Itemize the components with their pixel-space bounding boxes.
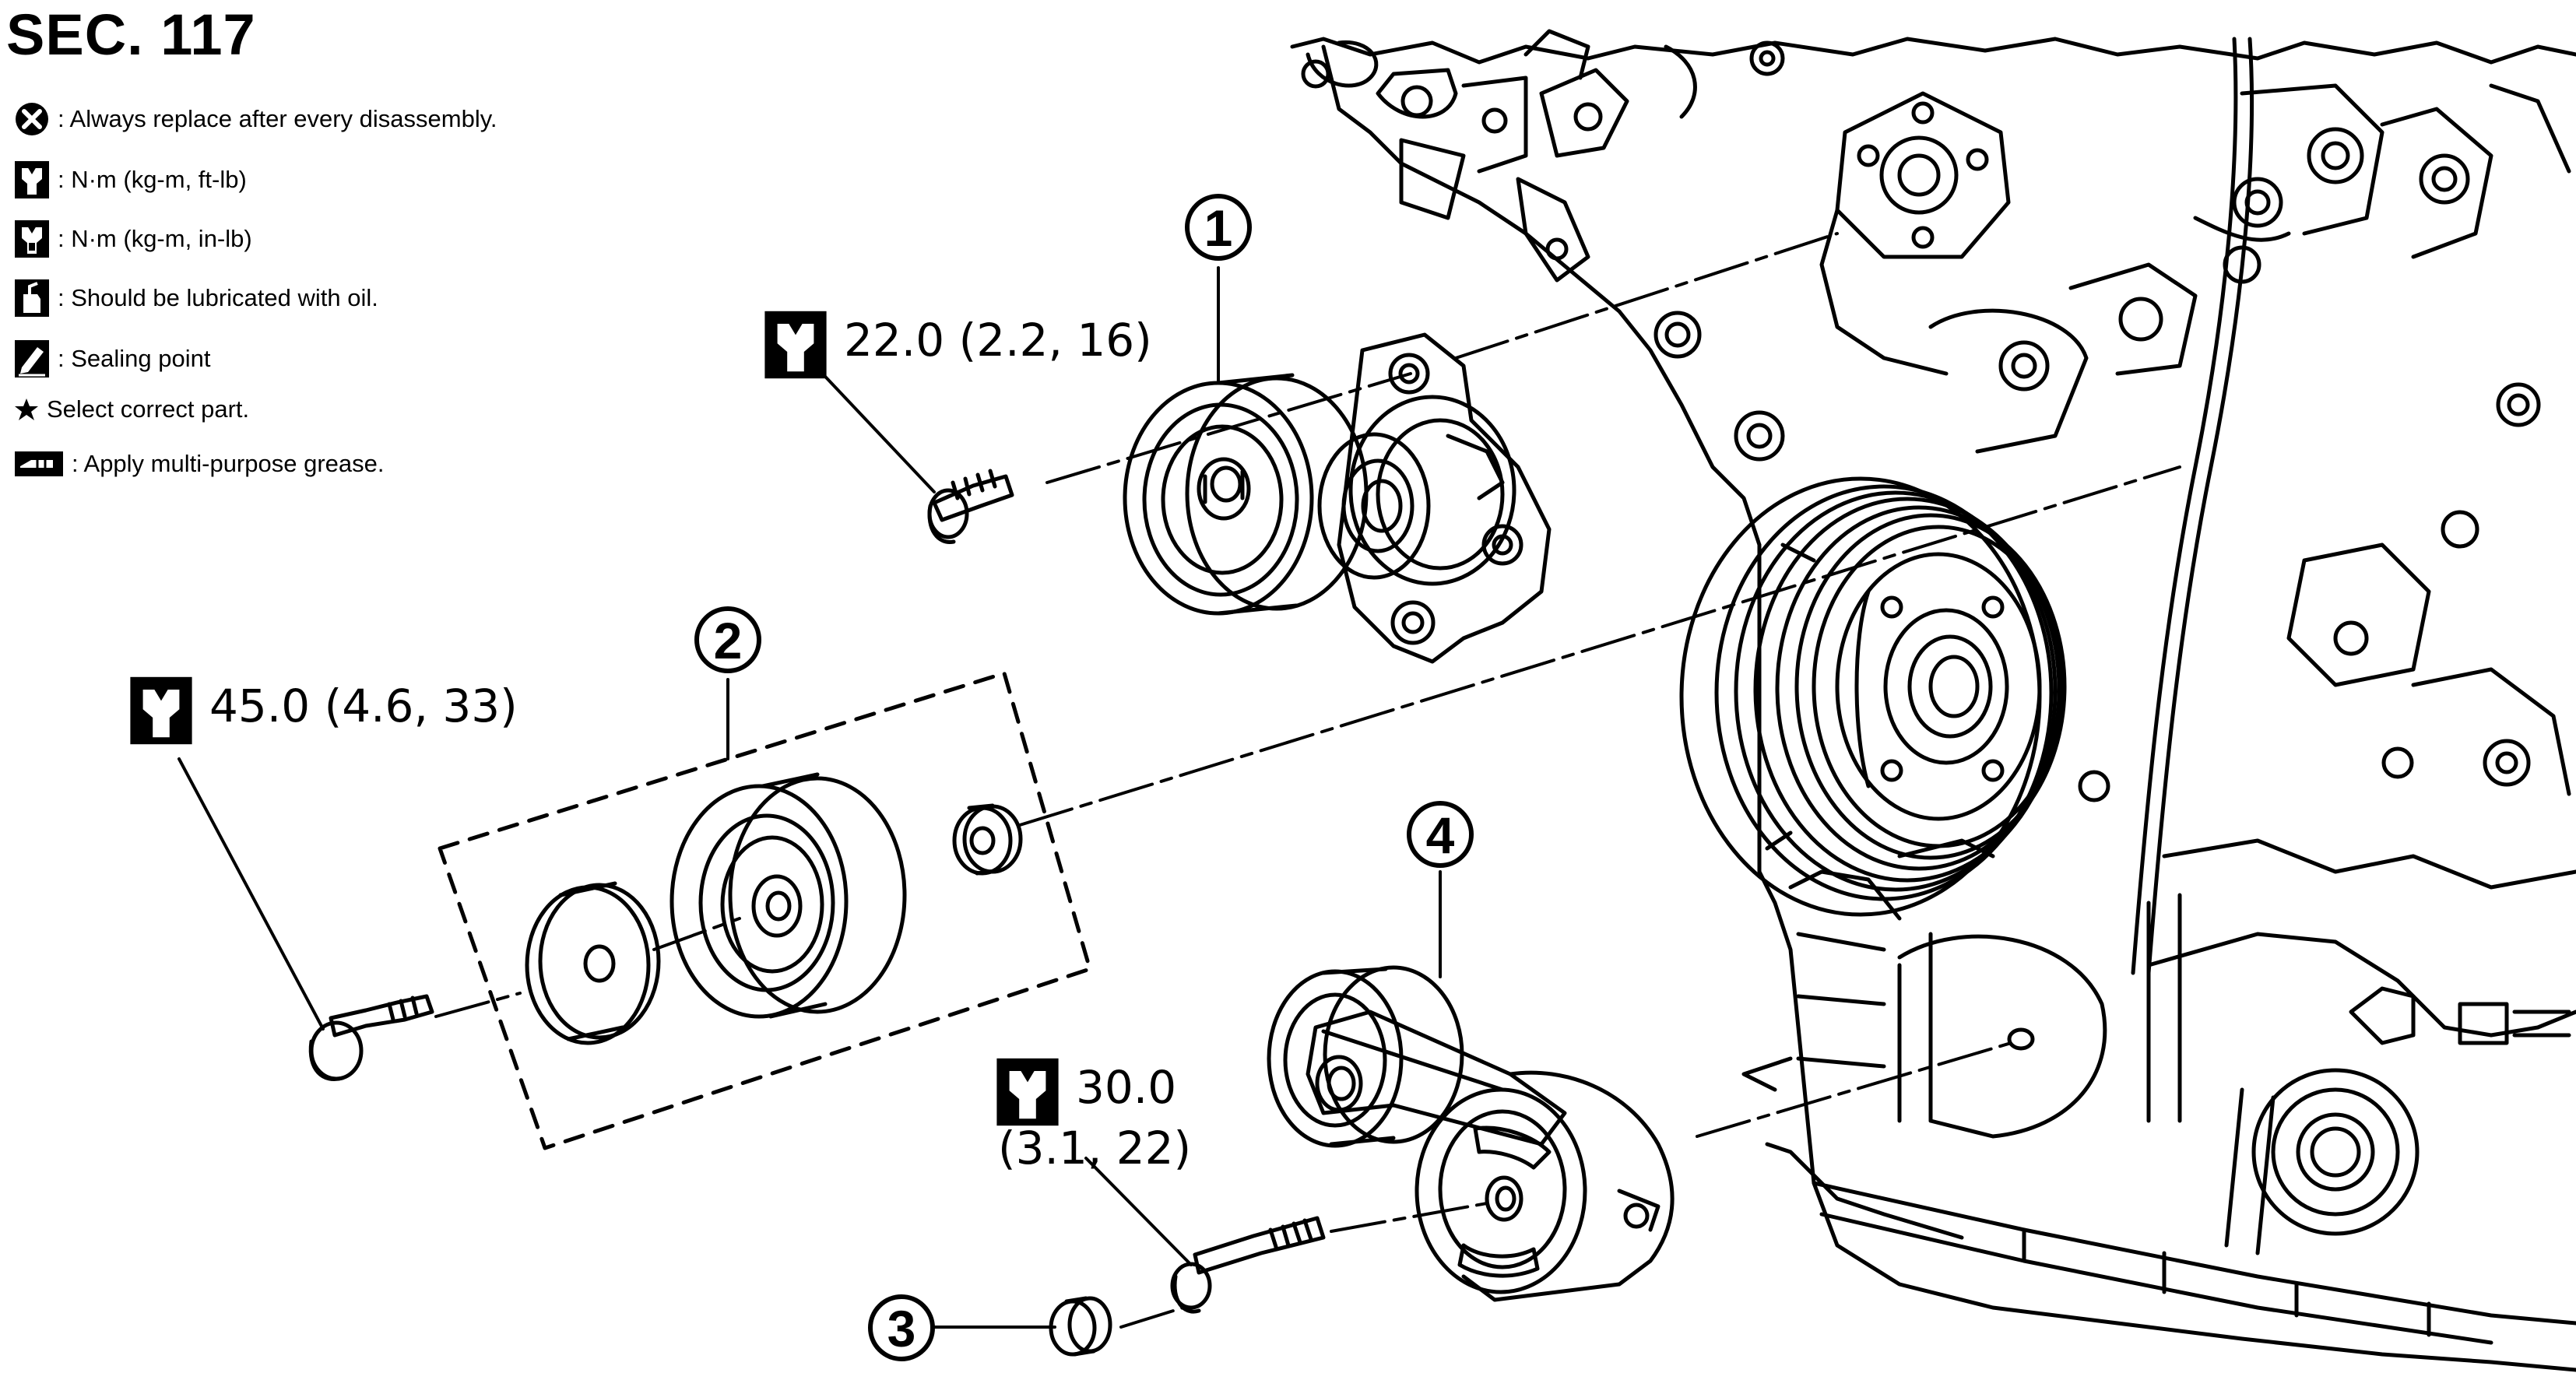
star-icon bbox=[15, 399, 38, 420]
grease-icon bbox=[15, 451, 63, 476]
callout-4: 4 bbox=[1407, 801, 1474, 868]
legend-item-star: Select correct part. bbox=[14, 395, 249, 423]
legend-text-replace: : Always replace after every disassembly… bbox=[58, 105, 497, 132]
callout-1-number: 1 bbox=[1204, 199, 1233, 257]
alignment-lines bbox=[434, 232, 2181, 1329]
torque-value-part-4: 30.0 bbox=[1076, 1061, 1177, 1114]
sealing-point-icon bbox=[15, 340, 49, 377]
bolt-part-2 bbox=[308, 994, 434, 1081]
legend-text-torque-ft-lb: : N·m (kg-m, ft-lb) bbox=[58, 166, 247, 193]
torque-ft-lb-icon bbox=[15, 161, 49, 198]
legend-text-sealing: : Sealing point bbox=[58, 345, 211, 372]
replace-icon bbox=[16, 103, 48, 135]
water-pump-flange bbox=[1835, 91, 2011, 259]
legend-item-torque-in-lb: : N·m (kg-m, in-lb) bbox=[14, 219, 252, 258]
torque-value-part-1: 22.0 (2.2, 16) bbox=[844, 314, 1152, 367]
legend-text-grease: : Apply multi-purpose grease. bbox=[72, 450, 385, 477]
callout-2: 2 bbox=[694, 606, 761, 673]
legend-item-oil: : Should be lubricated with oil. bbox=[14, 279, 378, 318]
torque-value-part-2: 45.0 (4.6, 33) bbox=[209, 679, 518, 732]
torque-icon bbox=[130, 676, 192, 745]
part-2-idler-pulley bbox=[438, 671, 1092, 1150]
bolt-part-1 bbox=[927, 469, 1014, 544]
callout-4-number: 4 bbox=[1426, 806, 1455, 864]
legend-text-oil: : Should be lubricated with oil. bbox=[58, 284, 378, 311]
torque-value-part-4-conversions: (3.1, 22) bbox=[998, 1122, 1192, 1175]
torque-icon bbox=[996, 1058, 1059, 1126]
torque-spec-part-1: 22.0 (2.2, 16) bbox=[763, 310, 1152, 380]
oil-can-icon bbox=[15, 279, 49, 317]
torque-spec-part-2: 45.0 (4.6, 33) bbox=[128, 676, 518, 746]
callout-2-number: 2 bbox=[714, 612, 743, 669]
legend-text-torque-in-lb: : N·m (kg-m, in-lb) bbox=[58, 225, 252, 252]
section-title: SEC. 117 bbox=[6, 2, 256, 67]
engine-front-outline bbox=[1290, 29, 2576, 1372]
callout-3-number: 3 bbox=[887, 1300, 916, 1357]
part-4-belt-tensioner bbox=[1267, 965, 1675, 1302]
leader-lines bbox=[177, 266, 1442, 1329]
part-2-dashed-box bbox=[438, 671, 1092, 1150]
callout-3: 3 bbox=[868, 1294, 935, 1361]
legend-item-torque-ft-lb: : N·m (kg-m, ft-lb) bbox=[14, 160, 247, 199]
legend-text-star: Select correct part. bbox=[47, 395, 250, 423]
legend-item-grease: : Apply multi-purpose grease. bbox=[14, 450, 385, 478]
legend-item-sealing: : Sealing point bbox=[14, 339, 210, 378]
crankshaft-pulley bbox=[1679, 476, 2067, 917]
torque-spec-part-4: 30.0 (3.1, 22) bbox=[995, 1057, 1191, 1178]
torque-in-lb-icon bbox=[15, 220, 49, 258]
part-1-idler-tensioner bbox=[1123, 332, 1552, 664]
legend-item-replace: : Always replace after every disassembly… bbox=[14, 101, 497, 137]
callout-1: 1 bbox=[1185, 194, 1252, 261]
torque-icon bbox=[764, 311, 827, 379]
